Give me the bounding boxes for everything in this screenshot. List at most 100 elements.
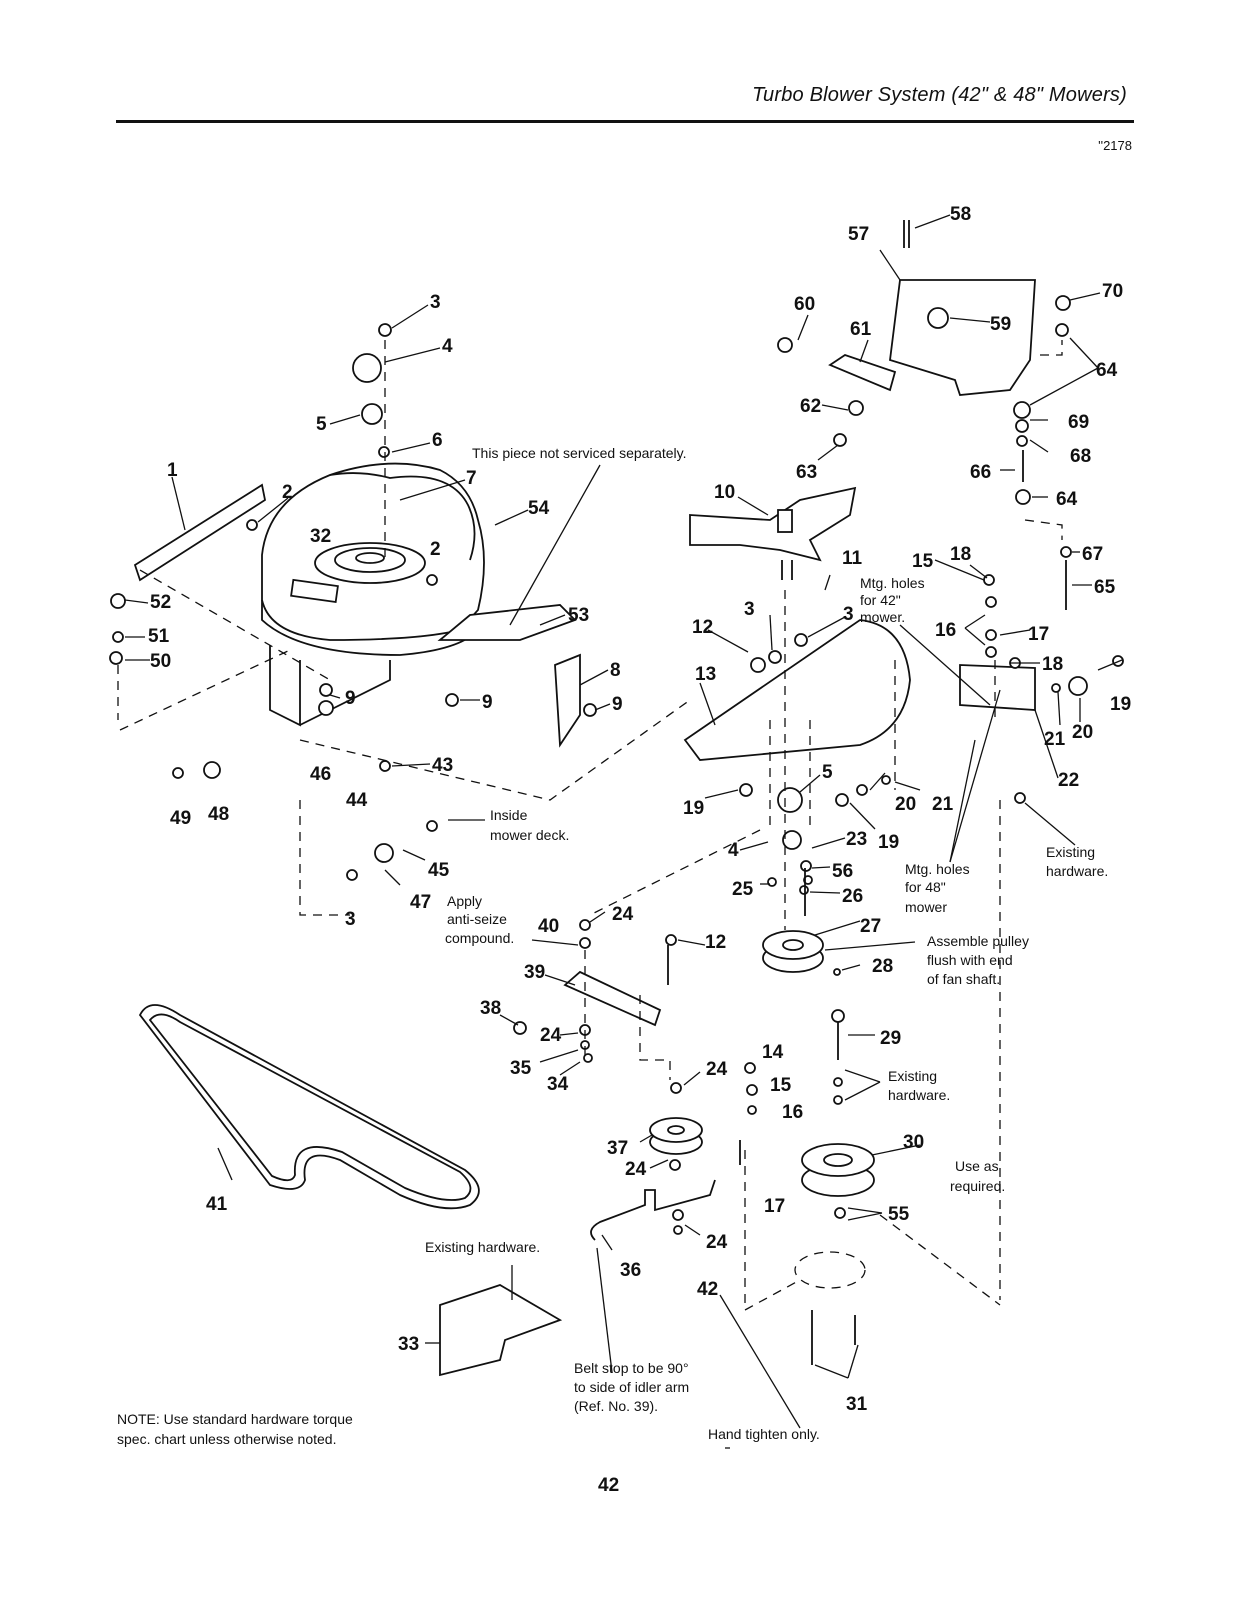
callout-64: 64	[1096, 360, 1118, 381]
callout-44: 44	[346, 790, 368, 811]
callout-18: 18	[1042, 654, 1063, 675]
callout-7: 7	[466, 468, 477, 489]
callout-19: 19	[878, 832, 899, 853]
drawing-number: ''2178	[1098, 138, 1132, 153]
callout-21: 21	[1044, 729, 1066, 750]
callout-70: 70	[1102, 281, 1123, 302]
callout-20: 20	[895, 794, 916, 815]
callout-33: 33	[398, 1334, 419, 1355]
callout-43: 43	[432, 755, 453, 776]
chute-drawing	[437, 604, 577, 641]
pulley-27-drawing	[762, 930, 824, 973]
callout-8: 8	[610, 660, 621, 681]
note-existing-hw-right-line2: hardware.	[1046, 863, 1108, 879]
callout-4: 4	[442, 336, 453, 357]
hardware-items	[109, 295, 1124, 1235]
callout-4: 4	[728, 840, 739, 861]
fan-drawing	[689, 486, 857, 562]
callout-42: 42	[697, 1279, 718, 1300]
callout-14: 14	[762, 1042, 784, 1063]
callout-3: 3	[430, 292, 441, 313]
note-anti-seize-line1: Apply	[447, 893, 482, 909]
callout-15: 15	[912, 551, 934, 572]
note-existing-hw-right-line1: Existing	[1046, 844, 1095, 860]
callout-24: 24	[706, 1059, 728, 1080]
callout-5: 5	[822, 762, 833, 783]
callout-2: 2	[430, 539, 441, 560]
callout-46: 46	[310, 764, 331, 785]
callout-30: 30	[903, 1132, 924, 1153]
callout-48: 48	[208, 804, 229, 825]
shield-drawing	[889, 279, 1036, 396]
note-existing-hw-bottom: Existing hardware.	[425, 1239, 540, 1255]
callout-24: 24	[540, 1025, 562, 1046]
callout-22: 22	[1058, 770, 1079, 791]
callout-56: 56	[832, 861, 853, 882]
callout-12: 12	[692, 617, 713, 638]
callout-24: 24	[706, 1232, 728, 1253]
callout-5: 5	[316, 414, 327, 435]
callout-9: 9	[612, 694, 623, 715]
callout-13: 13	[695, 664, 716, 685]
callout-29: 29	[880, 1028, 901, 1049]
note-mtg-48-line1: Mtg. holes	[905, 861, 970, 877]
note-inside-deck-line2: mower deck.	[490, 827, 569, 843]
callout-17: 17	[764, 1196, 785, 1217]
callout-35: 35	[510, 1058, 532, 1079]
callout-27: 27	[860, 916, 881, 937]
callout-41: 41	[206, 1194, 228, 1215]
blower-housing-drawing	[261, 462, 485, 727]
diagram-notes: This piece not serviced separately. Mtg.…	[425, 445, 1108, 1442]
callout-28: 28	[872, 956, 893, 977]
note-anti-seize-line2: anti-seize	[447, 911, 507, 927]
callout-17: 17	[1028, 624, 1049, 645]
callout-31: 31	[846, 1394, 868, 1415]
idler-arm-drawing	[563, 970, 662, 1027]
callout-16: 16	[782, 1102, 803, 1123]
note-use-as-required-line1: Use as	[955, 1158, 999, 1174]
callout-20: 20	[1072, 722, 1093, 743]
callout-3: 3	[345, 909, 356, 930]
leader-lines	[124, 214, 1123, 1449]
note-assemble-pulley-line2: flush with end	[927, 952, 1013, 968]
note-belt-stop-line3: (Ref. No. 39).	[574, 1398, 658, 1414]
note-inside-deck-line1: Inside	[490, 807, 528, 823]
note-belt-stop-line2: to side of idler arm	[574, 1379, 689, 1395]
note-assemble-pulley-line3: of fan shaft.	[927, 971, 1000, 987]
callout-58: 58	[950, 204, 971, 225]
callout-34: 34	[547, 1074, 569, 1095]
note-mtg-48-line2: for 48"	[905, 879, 946, 895]
callout-36: 36	[620, 1260, 641, 1281]
callout-6: 6	[432, 430, 443, 451]
callout-65: 65	[1094, 577, 1116, 598]
callout-40: 40	[538, 916, 559, 937]
note-mtg-42-line2: for 42"	[860, 592, 901, 608]
callout-16: 16	[935, 620, 956, 641]
note-mtg-48-line3: mower	[905, 899, 947, 915]
callout-10: 10	[714, 482, 735, 503]
note-not-serviced: This piece not serviced separately.	[472, 445, 687, 461]
note-mtg-42-line1: Mtg. holes	[860, 575, 925, 591]
bolts	[667, 220, 1067, 1365]
callout-23: 23	[846, 829, 867, 850]
callout-19: 19	[1110, 694, 1131, 715]
callout-55: 55	[888, 1204, 910, 1225]
callout-3: 3	[843, 604, 854, 625]
callout-51: 51	[148, 626, 170, 647]
pulley-37-drawing	[649, 1117, 703, 1155]
note-anti-seize-line3: compound.	[445, 930, 514, 946]
callout-26: 26	[842, 886, 863, 907]
callout-50: 50	[150, 651, 171, 672]
callout-54: 54	[528, 498, 550, 519]
note-assemble-pulley-line1: Assemble pulley	[927, 933, 1029, 949]
callout-1: 1	[167, 460, 178, 481]
callout-38: 38	[480, 998, 501, 1019]
bracket-1-drawing	[133, 483, 267, 582]
callout-66: 66	[970, 462, 991, 483]
callout-21: 21	[932, 794, 954, 815]
callout-24: 24	[612, 904, 634, 925]
callout-49: 49	[170, 808, 191, 829]
note-existing-hw-mid-line1: Existing	[888, 1068, 937, 1084]
callout-19: 19	[683, 798, 704, 819]
